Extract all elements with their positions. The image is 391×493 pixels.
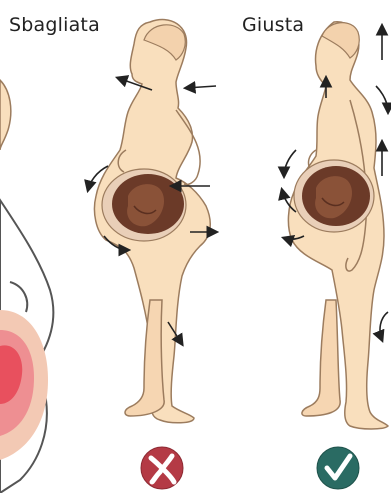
left-cropped-figure bbox=[0, 80, 53, 493]
wrong-badge bbox=[141, 447, 183, 489]
correct-posture-figure bbox=[282, 22, 388, 429]
wrong-posture-figure bbox=[88, 20, 216, 423]
right-badge bbox=[317, 447, 359, 489]
